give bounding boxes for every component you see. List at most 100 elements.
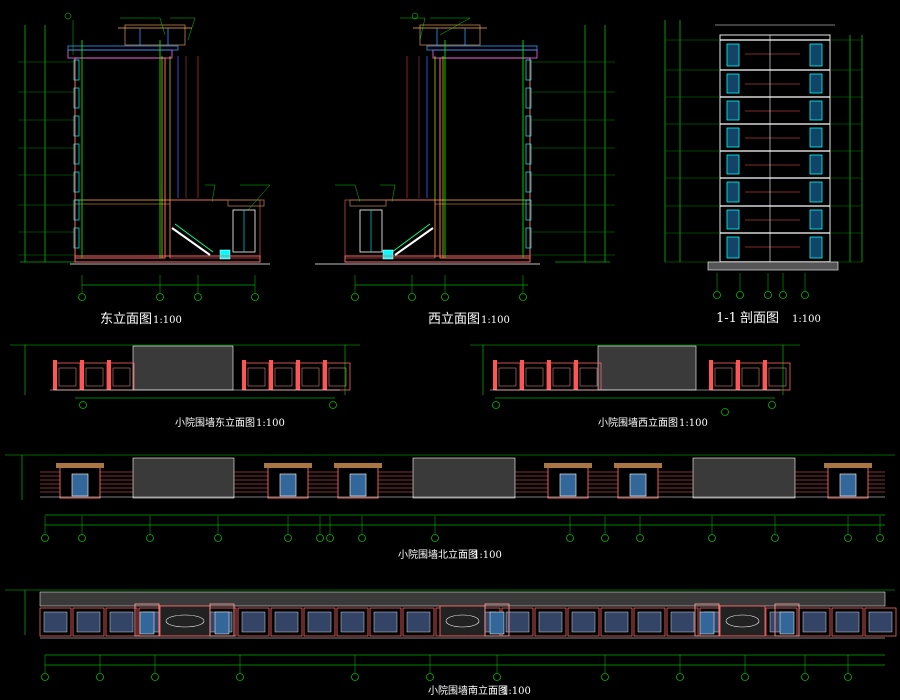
cad-line [824,463,872,468]
wall-panel [831,607,864,637]
cad-line [264,463,312,468]
grid-bubble [566,534,574,542]
cad-line [544,463,592,468]
cad-line [525,143,532,165]
cad-line [296,360,300,390]
cad-line [726,181,740,203]
cad-line [736,360,740,390]
cad-line [809,43,823,67]
grid-bubble [41,673,49,681]
wall-panel [39,607,72,637]
cad-line [779,611,795,635]
yard-wall-south-title: 小院围墙南立面图 [428,684,508,697]
grid-bubble [736,291,744,299]
cad-line [274,367,293,387]
wall-panel [336,607,369,637]
cad-line [709,360,713,390]
cad-line [809,100,823,121]
grid-bubble [676,673,684,681]
wall-panel [303,607,336,637]
cad-line [525,87,532,109]
section-1-1-drawing: 1-1 剖面图 1:100 [664,20,863,326]
cad-line [714,367,733,387]
grid-bubble [844,673,852,681]
cad-line [56,463,104,468]
hedge-block [132,457,235,499]
grid-bubble [236,673,244,681]
wall-panel [72,607,105,637]
grid-bubble [844,534,852,542]
section-1-1-scale: 1:100 [792,314,821,325]
grid-bubble [146,534,154,542]
hedge-block [597,345,697,391]
cad-line [726,154,740,175]
gate-pier [134,603,160,637]
wall-panel [369,607,402,637]
cad-line [768,367,787,387]
cad-line [139,611,155,635]
wall-panel [600,607,633,637]
cad-line [574,360,578,390]
wall-panel [633,607,666,637]
cad-line [726,127,740,148]
cad-line [71,473,89,497]
grid-bubble [151,673,159,681]
cad-line [109,611,134,633]
cad-line [43,611,68,633]
cad-line [835,611,860,633]
cad-line [73,227,80,249]
cad-line [809,127,823,148]
cad-line [809,209,823,230]
cad-line [726,209,740,230]
cad-line [809,236,823,259]
cad-line [809,73,823,94]
cad-line [505,611,530,633]
cad-line [107,360,111,390]
cad-line [328,367,347,387]
hedge-block [692,457,796,499]
cad-line [525,59,532,81]
cad-line [334,463,382,468]
cad-line [809,181,823,203]
grid-bubble [214,534,222,542]
cad-line [525,227,532,249]
grid-bubble [194,293,202,301]
wall-panel [567,607,600,637]
grid-bubble [713,291,721,299]
west-elevation-scale: 1:100 [481,315,510,326]
grid-bubble [779,291,787,299]
grid-bubble [358,534,366,542]
cad-line [112,367,131,387]
grid-bubble [771,534,779,542]
cad-line [247,367,266,387]
cad-line [406,611,431,633]
grid-bubble [708,534,716,542]
wall-panel [402,607,435,637]
cad-line [323,360,327,390]
cad-line [552,367,571,387]
grid-bubble [519,293,527,301]
cad-line [726,236,740,259]
cad-line [445,614,480,628]
east-elevation-scale: 1:100 [153,315,182,326]
cad-line [809,154,823,175]
grid-bubble [78,534,86,542]
wall-panel [864,607,897,637]
wall-panel [534,607,567,637]
cad-line [547,360,551,390]
east-elevation-drawing: 东立面图 1:100 [18,12,271,327]
cad-line [525,199,532,221]
hedge-block [132,345,234,391]
cad-line [699,611,715,635]
cad-line [670,611,695,633]
cad-line [726,100,740,121]
cad-line [242,360,246,390]
hedge-block [412,457,516,499]
grid-bubble [876,534,884,542]
yard-wall-west-scale: 1:100 [679,418,708,429]
cad-line [159,605,211,637]
wall-panel [666,607,699,637]
cad-line [307,611,332,633]
grid-bubble [408,293,416,301]
yard-wall-east-title: 小院围墙东立面图 [175,416,255,429]
